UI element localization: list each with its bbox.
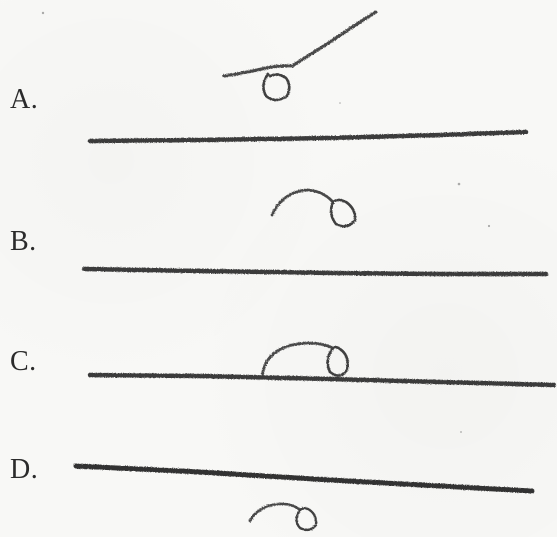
option-c-loop xyxy=(328,347,348,375)
option-a-loop xyxy=(263,74,289,100)
option-b-drawing xyxy=(84,190,546,274)
option-c-ground-line xyxy=(90,375,554,385)
option-a-stick xyxy=(224,12,376,76)
option-d-ground-line xyxy=(76,466,532,491)
option-d-hook xyxy=(250,504,300,521)
option-b-loop xyxy=(331,200,355,226)
option-a-drawing xyxy=(90,12,526,141)
option-c-hook xyxy=(262,343,333,378)
option-c-drawing xyxy=(90,343,554,385)
option-d-loop xyxy=(297,508,317,530)
option-b-hook xyxy=(272,190,333,215)
option-d-drawing xyxy=(76,466,532,530)
option-a-ground-line xyxy=(90,132,526,141)
option-b-ground-line xyxy=(84,269,546,274)
